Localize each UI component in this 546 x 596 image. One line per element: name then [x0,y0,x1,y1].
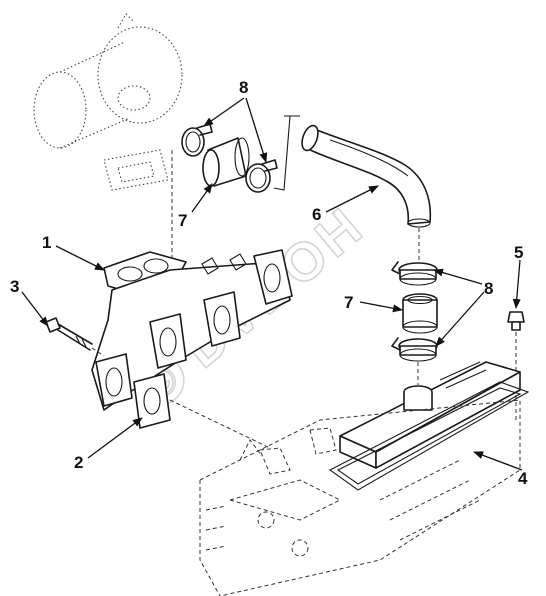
clamp-lower-bottom [391,337,438,362]
hose-lower [402,293,438,334]
callout-3: 3 [10,277,19,296]
callout-5: 5 [514,243,523,262]
callout-4: 4 [518,469,528,488]
hose-upper [202,137,250,187]
callout-7-upper: 7 [178,211,187,230]
manifold-gasket [133,373,271,449]
callout-8-lower: 8 [484,279,493,298]
clamp-upper-right [245,159,278,193]
clamp-upper-left [181,123,213,157]
leader-lines [21,97,523,471]
cap-screw [45,317,105,357]
clamp-lower-top [391,261,438,286]
upper-hose-assembly [181,115,300,193]
cover-bolt [507,311,525,420]
valve-cover-gasket [328,381,530,491]
lower-hose-assembly [391,261,438,385]
callout-7-lower: 7 [344,293,353,312]
callout-6: 6 [312,205,321,224]
callouts: 8 7 6 1 3 5 8 7 2 4 [10,78,528,488]
callout-8-upper: 8 [239,78,248,97]
valve-cover [339,361,521,469]
callout-1: 1 [42,233,51,252]
cylinder-head-phantom [199,399,521,596]
turbocharger-phantom [33,13,183,262]
callout-2: 2 [74,453,83,472]
exhaust-elbow [301,124,432,262]
exhaust-manifold [91,249,293,411]
